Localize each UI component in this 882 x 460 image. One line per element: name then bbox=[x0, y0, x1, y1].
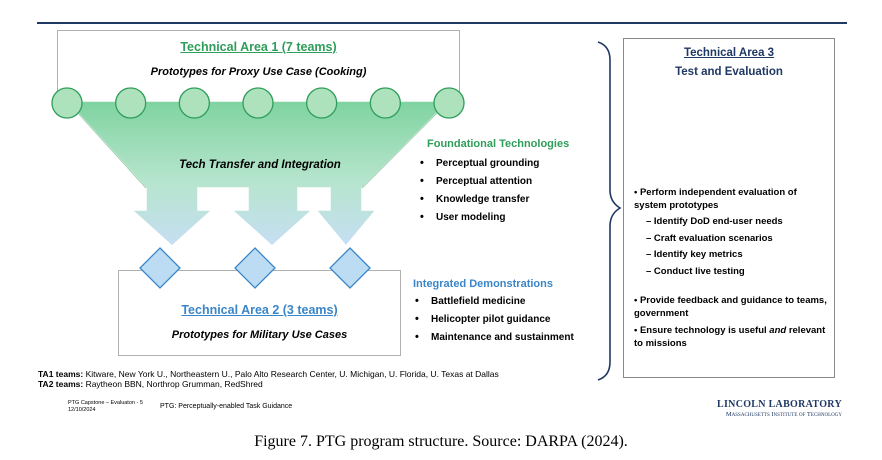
foundational-heading: Foundational Technologies bbox=[427, 138, 570, 150]
list-item: – Conduct live testing bbox=[646, 265, 745, 277]
ta3-subtitle: Test and Evaluation bbox=[675, 66, 783, 78]
ta1-teams-line: TA1 teams: Kitware, New York U., Northea… bbox=[38, 369, 598, 379]
ta3-subitems: – Identify DoD end-user needs – Craft ev… bbox=[646, 214, 826, 280]
ta3-bullet-evaluation: • Perform independent evaluation of syst… bbox=[634, 187, 797, 211]
ta3-box bbox=[623, 38, 835, 378]
ta1-team-circles bbox=[51, 87, 465, 119]
ta2-team-diamond bbox=[329, 247, 371, 289]
ta3-bullet-feedback: • Provide feedback and guidance to teams… bbox=[634, 295, 827, 319]
ta1-team-circle bbox=[369, 87, 401, 119]
ta2-teams-line: TA2 teams: Raytheon BBN, Northrop Grumma… bbox=[38, 379, 598, 389]
funnel-label: Tech Transfer and Integration bbox=[179, 159, 341, 171]
ta3-bullet-useful-emphasis: and bbox=[769, 325, 787, 336]
ta1-team-circle bbox=[242, 87, 274, 119]
ta2-teams-label: TA2 teams: bbox=[38, 379, 84, 389]
list-item: Perceptual grounding bbox=[418, 157, 598, 176]
ta2-team-diamond bbox=[234, 247, 276, 289]
ta1-subtitle: Prototypes for Proxy Use Case (Cooking) bbox=[150, 66, 367, 78]
ta1-team-circle bbox=[115, 87, 147, 119]
ta1-teams-label: TA1 teams: bbox=[38, 369, 84, 379]
ta3-bullet-useful-text: • Ensure technology is useful bbox=[634, 325, 770, 336]
list-item: Helicopter pilot guidance bbox=[413, 313, 603, 332]
demonstrations-heading: Integrated Demonstrations bbox=[413, 278, 553, 290]
slide-reference: PTG Capstone – Evaluaton - 5 bbox=[68, 400, 143, 406]
list-item: Perceptual attention bbox=[418, 175, 598, 194]
ta3-bullet-useful: • Ensure technology is useful and releva… bbox=[634, 324, 829, 350]
list-item: – Identify key metrics bbox=[646, 249, 743, 260]
ta3-brace bbox=[597, 41, 622, 381]
ta1-title: Technical Area 1 (7 teams) bbox=[180, 40, 337, 54]
demonstrations-list: Battlefield medicine Helicopter pilot gu… bbox=[413, 295, 603, 350]
tech-transfer-funnel bbox=[65, 100, 451, 248]
list-item: Maintenance and sustainment bbox=[413, 331, 603, 350]
list-item: User modeling bbox=[418, 211, 598, 230]
ta3-bullet-useful-text-end: relevant to missions bbox=[634, 325, 826, 349]
ta1-team-circle bbox=[306, 87, 338, 119]
ptg-footer: PTG: Perceptually-enabled Task Guidance bbox=[160, 403, 293, 410]
list-item: Battlefield medicine bbox=[413, 295, 603, 314]
ta1-team-circle bbox=[433, 87, 465, 119]
ta1-team-circle bbox=[178, 87, 210, 119]
funnel-edge-right bbox=[361, 100, 450, 189]
foundational-list: Perceptual grounding Perceptual attentio… bbox=[418, 157, 598, 230]
header-rule bbox=[37, 22, 847, 24]
funnel-edge-left bbox=[66, 100, 147, 189]
ta2-subtitle: Prototypes for Military Use Cases bbox=[171, 329, 348, 341]
list-item: – Craft evaluation scenarios bbox=[646, 232, 773, 244]
lincoln-lab-logo: LINCOLN LABORATORY bbox=[717, 399, 842, 410]
slide-date: 12/10/2024 bbox=[68, 407, 96, 413]
figure-caption: Figure 7. PTG program structure. Source:… bbox=[254, 433, 628, 450]
list-item: Knowledge transfer bbox=[418, 193, 598, 212]
ta3-title: Technical Area 3 bbox=[683, 47, 775, 59]
ta2-team-diamond bbox=[139, 247, 181, 289]
list-item: – Identify DoD end-user needs bbox=[646, 216, 783, 227]
ta1-teams-text: Kitware, New York U., Northeastern U., P… bbox=[83, 369, 499, 379]
ta1-team-circle bbox=[51, 87, 83, 119]
ta2-title: Technical Area 2 (3 teams) bbox=[181, 303, 338, 317]
ta2-teams-text: Raytheon BBN, Northrop Grumman, RedShred bbox=[83, 379, 263, 389]
mit-name: Massachusetts Institute of Technology bbox=[725, 411, 842, 418]
ta2-team-diamonds bbox=[139, 247, 371, 289]
